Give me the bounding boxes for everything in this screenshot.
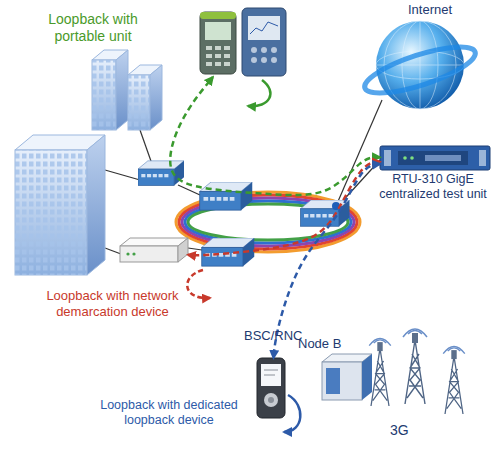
node-label: Loopback with network demarcation device — [35, 288, 190, 319]
portable-tester — [200, 12, 236, 74]
loopback-arrow — [284, 395, 300, 432]
loopback-arrow — [187, 270, 210, 298]
key — [251, 57, 257, 63]
loopback-device — [257, 358, 285, 418]
device-button — [268, 397, 274, 403]
cell-tower — [443, 347, 465, 415]
device-node: BSC/RNC — [200, 238, 256, 268]
building-windows — [92, 60, 116, 130]
loopback-arrow — [248, 80, 270, 106]
device-node: Loopback with dedicated loopback device — [257, 358, 285, 418]
wire — [336, 100, 382, 206]
node-label: Internet — [380, 2, 480, 18]
device-node: Loopback with portable unit — [198, 5, 286, 77]
screen-line — [264, 370, 278, 371]
status-led — [126, 252, 129, 255]
node-label: Loopback with portable unit — [38, 11, 148, 45]
building-windows — [128, 75, 150, 130]
rack-handle — [479, 150, 486, 166]
wire — [140, 130, 152, 164]
cell-tower — [403, 329, 427, 404]
key — [261, 57, 267, 63]
key — [206, 62, 212, 66]
switch-device — [301, 200, 350, 226]
building-windows — [15, 150, 87, 275]
building-front — [128, 75, 150, 130]
key — [271, 57, 277, 63]
building-side — [150, 65, 162, 130]
status-led — [132, 252, 135, 255]
switch-device — [200, 182, 253, 210]
building-side — [87, 135, 105, 275]
key — [271, 47, 277, 53]
demarcation-front — [120, 246, 178, 262]
device-screen — [261, 364, 281, 386]
portable-analyzer — [242, 8, 286, 76]
node-label: 3G — [390, 422, 430, 439]
cell-tower — [369, 339, 391, 407]
building-front — [15, 150, 87, 275]
test-path-connector — [170, 77, 380, 195]
wire — [105, 248, 121, 254]
key — [215, 46, 221, 50]
nodeb-front — [322, 362, 362, 400]
key — [206, 46, 212, 50]
demarcation-side — [178, 238, 188, 262]
nodeb-side — [362, 354, 372, 400]
tester-band — [200, 12, 236, 19]
wire — [105, 170, 140, 180]
device-node: RTU-310 GigE centralized test unit — [380, 146, 490, 170]
switch-device — [138, 161, 184, 186]
node-label: RTU-310 GigE centralized test unit — [368, 172, 498, 202]
key — [261, 47, 267, 53]
screen-line — [264, 375, 275, 376]
key — [224, 62, 230, 66]
status-led — [403, 156, 407, 160]
node-label: Node B — [298, 336, 358, 352]
globe-swirl — [360, 38, 480, 102]
key — [251, 47, 257, 53]
key — [215, 62, 221, 66]
rack-panel — [398, 151, 468, 165]
building-side — [116, 50, 128, 130]
demarcation-top — [120, 238, 188, 246]
rack-handle — [384, 150, 391, 166]
device-node: Node B — [322, 354, 372, 400]
analyzer-screen — [248, 16, 280, 40]
rack-unit — [380, 146, 490, 170]
device-node: Loopback with network demarcation device — [120, 238, 188, 262]
nodeb-panel — [326, 368, 340, 394]
device-node: Internet — [370, 18, 470, 113]
key — [215, 54, 221, 58]
key — [224, 46, 230, 50]
meridian — [420, 21, 421, 109]
building-front — [92, 60, 116, 130]
status-led — [410, 156, 414, 160]
analyzer-keys — [251, 47, 277, 63]
tester-keys — [206, 46, 230, 66]
rack-ports — [425, 155, 461, 161]
wire — [188, 248, 202, 250]
device-node: 3G — [360, 330, 480, 418]
key — [206, 54, 212, 58]
device-button — [264, 393, 278, 407]
screen-trace — [250, 22, 278, 34]
node-label: Loopback with dedicated loopback device — [85, 398, 253, 428]
key — [224, 54, 230, 58]
tester-screen — [205, 22, 231, 40]
test-path-connector — [188, 162, 380, 256]
